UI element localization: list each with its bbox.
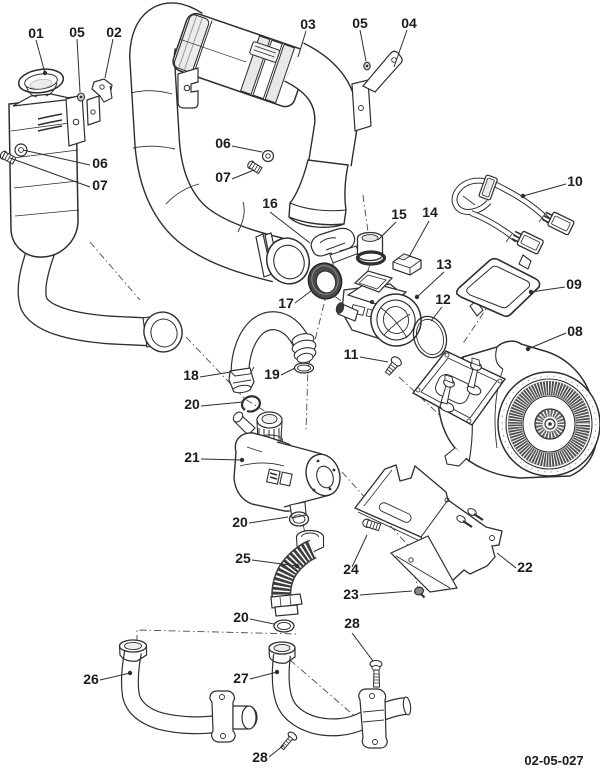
svg-text:05: 05 — [69, 24, 85, 40]
svg-text:03: 03 — [300, 16, 316, 32]
svg-text:28: 28 — [344, 615, 360, 631]
svg-text:06: 06 — [215, 135, 231, 151]
svg-text:20: 20 — [184, 396, 200, 412]
svg-text:17: 17 — [278, 295, 294, 311]
svg-text:21: 21 — [184, 449, 200, 465]
svg-text:18: 18 — [183, 367, 199, 383]
svg-text:22: 22 — [517, 559, 533, 575]
svg-text:27: 27 — [233, 670, 249, 686]
svg-text:15: 15 — [391, 206, 407, 222]
svg-text:05: 05 — [352, 15, 368, 31]
svg-text:02-05-027: 02-05-027 — [524, 753, 583, 768]
svg-text:19: 19 — [264, 366, 280, 382]
svg-text:25: 25 — [235, 550, 251, 566]
svg-text:11: 11 — [344, 346, 359, 362]
svg-text:14: 14 — [422, 204, 438, 220]
svg-text:07: 07 — [215, 169, 231, 185]
svg-text:04: 04 — [401, 15, 417, 31]
svg-text:01: 01 — [28, 25, 44, 41]
svg-text:13: 13 — [436, 256, 452, 272]
svg-text:23: 23 — [343, 586, 359, 602]
svg-text:20: 20 — [232, 514, 248, 530]
svg-text:24: 24 — [343, 561, 359, 577]
svg-text:12: 12 — [435, 291, 451, 307]
svg-text:28: 28 — [252, 749, 268, 765]
svg-text:16: 16 — [262, 195, 278, 211]
svg-text:07: 07 — [92, 177, 108, 193]
svg-text:02: 02 — [106, 24, 122, 40]
svg-text:06: 06 — [92, 155, 108, 171]
svg-text:10: 10 — [567, 173, 583, 189]
svg-text:09: 09 — [566, 276, 582, 292]
svg-text:26: 26 — [83, 671, 99, 687]
svg-text:08: 08 — [567, 323, 583, 339]
svg-text:20: 20 — [233, 609, 249, 625]
